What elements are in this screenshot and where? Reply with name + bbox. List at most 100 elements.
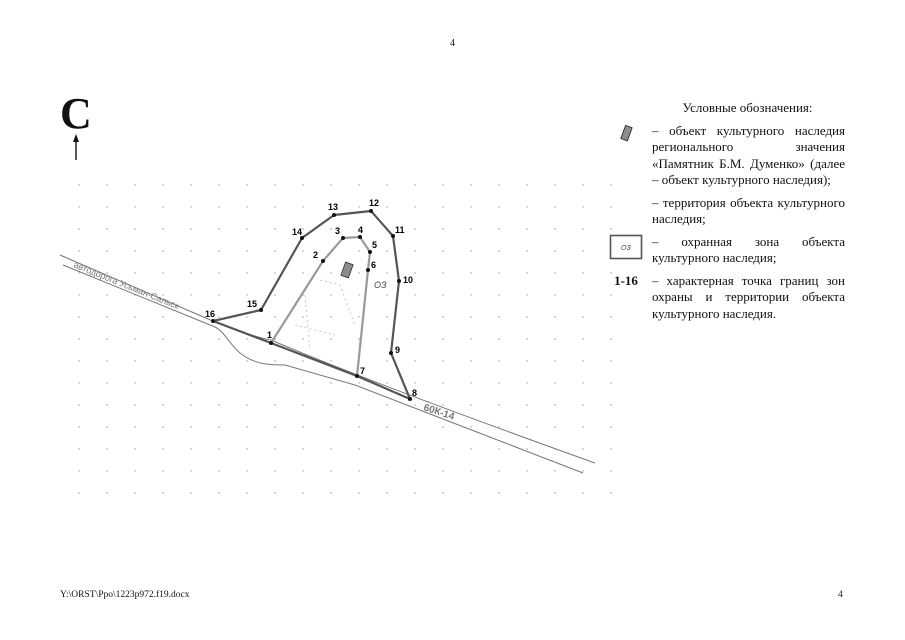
grid-dot bbox=[106, 360, 108, 362]
boundary-point-label-13: 13 bbox=[328, 202, 338, 212]
grid-dot bbox=[162, 294, 164, 296]
grid-dot bbox=[442, 272, 444, 274]
grid-dot bbox=[190, 206, 192, 208]
boundary-point-label-2: 2 bbox=[313, 250, 318, 260]
grid-dot bbox=[526, 426, 528, 428]
grid-dot bbox=[106, 294, 108, 296]
grid-dot bbox=[302, 184, 304, 186]
grid-dot bbox=[610, 272, 612, 274]
grid-dot bbox=[274, 228, 276, 230]
grid-dot bbox=[274, 360, 276, 362]
grid-dot bbox=[414, 382, 416, 384]
grid-dot bbox=[470, 250, 472, 252]
grid-dot bbox=[246, 206, 248, 208]
grid-dot bbox=[246, 470, 248, 472]
grid-dot bbox=[134, 360, 136, 362]
grid-dot bbox=[526, 404, 528, 406]
grid-dot bbox=[386, 448, 388, 450]
boundary-point-15 bbox=[259, 308, 263, 312]
grid-dot bbox=[610, 360, 612, 362]
grid-dot bbox=[106, 228, 108, 230]
grid-dot bbox=[162, 426, 164, 428]
boundary-point-label-9: 9 bbox=[395, 345, 400, 355]
grid-dot bbox=[274, 294, 276, 296]
grid-dot bbox=[526, 382, 528, 384]
grid-dot bbox=[330, 382, 332, 384]
boundary-point-1 bbox=[269, 341, 273, 345]
grid-dot bbox=[106, 404, 108, 406]
legend-text-territory: – территория объекта культурного наследи… bbox=[652, 194, 845, 227]
grid-dot bbox=[414, 184, 416, 186]
grid-dot bbox=[582, 294, 584, 296]
grid-dot bbox=[162, 404, 164, 406]
grid-dot bbox=[302, 426, 304, 428]
grid-dot bbox=[414, 316, 416, 318]
grid-dot bbox=[190, 294, 192, 296]
grid-dot bbox=[554, 360, 556, 362]
grid-dot bbox=[582, 228, 584, 230]
grid-dot bbox=[134, 338, 136, 340]
grid-dot bbox=[162, 470, 164, 472]
grid-dot bbox=[442, 228, 444, 230]
footer-file-path: Y:\ORST\Ppo\1223p972.f19.docx bbox=[60, 590, 190, 600]
grid-dot bbox=[442, 338, 444, 340]
road-edge-lower bbox=[62, 264, 584, 474]
grid-dot bbox=[218, 448, 220, 450]
grid-dot bbox=[330, 228, 332, 230]
grid-dot bbox=[526, 250, 528, 252]
grid-dot bbox=[498, 470, 500, 472]
grid-dot bbox=[106, 272, 108, 274]
grid-dot bbox=[414, 338, 416, 340]
grid-dot bbox=[106, 338, 108, 340]
grid-dot bbox=[190, 404, 192, 406]
legend-title: Условные обозначения: bbox=[682, 100, 813, 115]
grid-dot bbox=[470, 206, 472, 208]
grid-dot bbox=[554, 492, 556, 494]
legend-item-points: 1-16 – характерная точка границ зон охра… bbox=[600, 273, 845, 323]
grid-dot bbox=[470, 228, 472, 230]
grid-dot bbox=[330, 470, 332, 472]
grid-dot bbox=[246, 426, 248, 428]
grid-dot bbox=[78, 492, 80, 494]
grid-dot bbox=[78, 250, 80, 252]
grid-dot bbox=[610, 382, 612, 384]
grid-dot bbox=[498, 426, 500, 428]
grid-dot bbox=[414, 404, 416, 406]
boundary-point-label-16: 16 bbox=[205, 309, 215, 319]
grid-dot bbox=[246, 448, 248, 450]
grid-dot bbox=[302, 228, 304, 230]
grid-dot bbox=[554, 338, 556, 340]
footer-page-number: 4 bbox=[838, 590, 843, 600]
legend-item-zone: ОЗ – охранная зона объекта культурного н… bbox=[600, 234, 845, 267]
grid-dot bbox=[330, 316, 332, 318]
boundary-point-9 bbox=[389, 351, 393, 355]
grid-dot bbox=[246, 338, 248, 340]
grid-dot bbox=[358, 272, 360, 274]
grid-dot bbox=[134, 316, 136, 318]
grid-dot bbox=[190, 250, 192, 252]
grid-dot bbox=[190, 382, 192, 384]
grid-dot bbox=[78, 470, 80, 472]
grid-dot bbox=[610, 448, 612, 450]
grid-dot bbox=[470, 316, 472, 318]
grid-dot bbox=[358, 492, 360, 494]
grid-dot bbox=[582, 492, 584, 494]
grid-dot bbox=[526, 228, 528, 230]
grid-dot bbox=[162, 316, 164, 318]
grid-dot bbox=[386, 404, 388, 406]
grid-dot bbox=[106, 448, 108, 450]
grid-dot bbox=[78, 272, 80, 274]
boundary-point-label-5: 5 bbox=[372, 240, 377, 250]
grid-dot bbox=[554, 382, 556, 384]
grid-dot bbox=[246, 272, 248, 274]
grid-dot bbox=[442, 404, 444, 406]
boundary-point-13 bbox=[332, 213, 336, 217]
grid-dot bbox=[330, 404, 332, 406]
grid-dot bbox=[582, 426, 584, 428]
boundary-point-label-12: 12 bbox=[369, 198, 379, 208]
grid-dot bbox=[190, 426, 192, 428]
grid-dot bbox=[330, 426, 332, 428]
grid-dot bbox=[218, 206, 220, 208]
grid-dot bbox=[218, 360, 220, 362]
